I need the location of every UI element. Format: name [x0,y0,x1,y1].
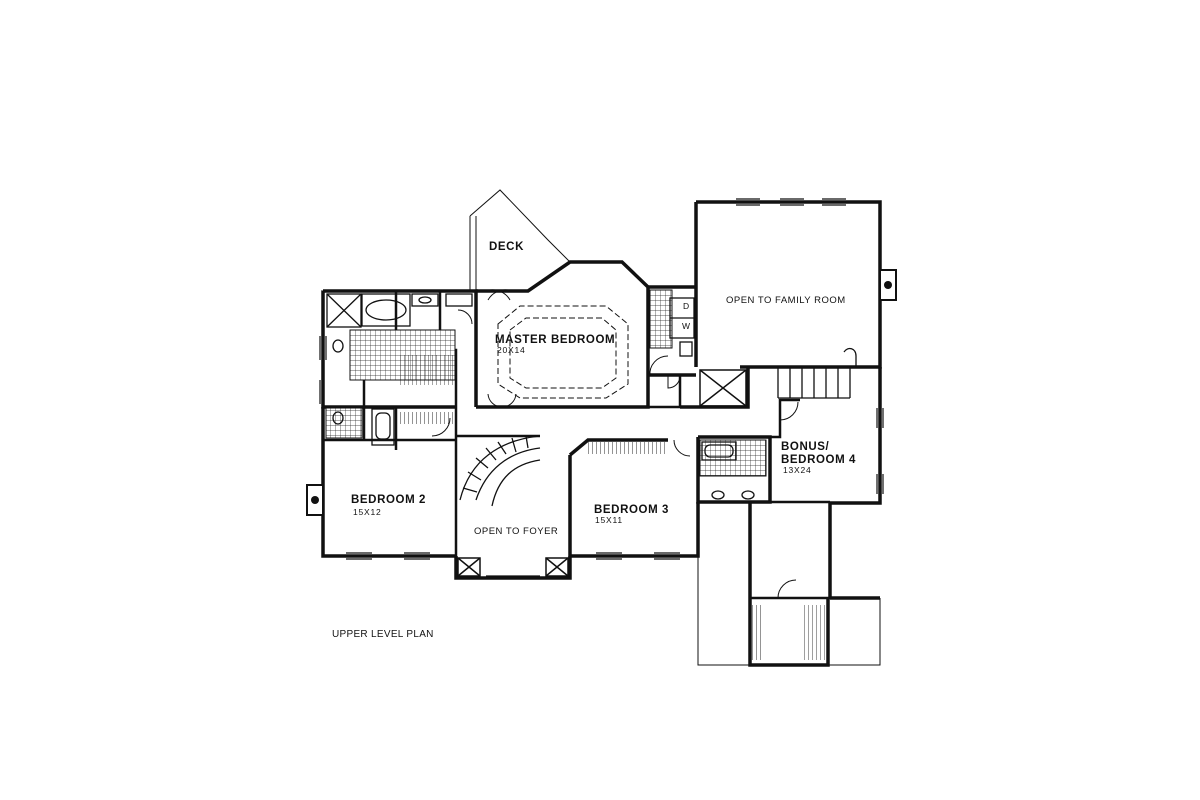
bedroom-3-label: BEDROOM 3 [594,504,669,516]
plan-title: UPPER LEVEL PLAN [332,629,434,640]
foyer-label: OPEN TO FOYER [474,526,558,537]
tray-ceiling [497,305,629,399]
thin-outlines [321,189,881,666]
open-shafts [457,369,747,577]
washer-label: W [682,321,691,331]
closet-shelves [398,355,826,660]
deck-label: DECK [489,241,524,253]
dryer-label: D [683,301,690,311]
family-room-label: OPEN TO FAMILY ROOM [726,295,846,306]
bedroom-2-size: 15X12 [353,507,382,517]
straight-stair [777,347,857,399]
interior-walls [323,291,830,600]
door-swings [431,289,799,599]
bonus-label-line2: BEDROOM 4 [781,454,856,466]
bath-fixtures [326,293,755,500]
windows [319,198,884,577]
bedroom-3-size: 15X11 [595,515,623,525]
exterior-walls [321,200,882,667]
bonus-label-line1: BONUS/ [781,441,830,453]
bonus-size: 13X24 [783,465,812,475]
curved-stair [459,435,541,507]
master-bedroom-label: MASTER BEDROOM [495,334,615,346]
bedroom-2-label: BEDROOM 2 [351,494,426,506]
chimneys [306,269,897,516]
master-bedroom-size: 20X14 [497,345,526,355]
